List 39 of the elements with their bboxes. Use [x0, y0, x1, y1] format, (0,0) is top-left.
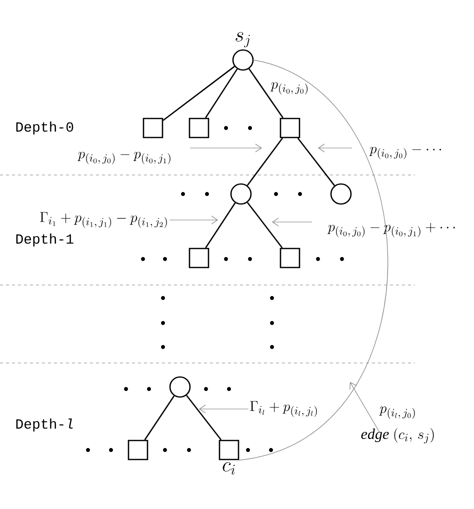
- curved-edge: [238, 60, 388, 460]
- tree-edge: [205, 68, 238, 118]
- circle-node: [330, 183, 352, 205]
- formula-annotation: $p_{(i_0,\,j_0)} - p_{(i_0,\,j_1)}$: [78, 152, 170, 164]
- square-node: [142, 118, 164, 138]
- square-node: [188, 248, 210, 268]
- formula-annotation: $p_{(i_0,\,j_0)} - \cdots$: [369, 146, 442, 160]
- formula-annotation: $\Gamma_{i_1} + p_{(i_1,\,j_1)} - p_{(i_1,\,j_2)}$: [40, 212, 167, 228]
- depth-label: Depth-0: [16, 121, 74, 135]
- square-node: [128, 440, 148, 460]
- square-node: [188, 118, 210, 138]
- square-node: [280, 118, 300, 138]
- formula-annotation: $p_{(i_0,\,j_0)} - p_{(i_0,\,j_1)} + \cdots$: [327, 222, 455, 238]
- leader-arrow: [199, 404, 249, 414]
- leader-arrow: [318, 144, 352, 152]
- formula-annotation: $p_{(i_l,\,j_0)}$ $\mathit{edge}\ (c_i,\, s_j)$: [361, 406, 434, 444]
- node-label: $c_i$: [222, 462, 235, 475]
- leader-arrow: [190, 144, 262, 152]
- depth-label: Depth-1: [16, 233, 74, 247]
- circle-node: [169, 376, 191, 398]
- tree-edge: [248, 68, 284, 118]
- tree-edge: [246, 138, 283, 186]
- node-label: $s_j$: [236, 32, 250, 48]
- tree-edge: [144, 396, 175, 440]
- tree-edge: [205, 202, 236, 248]
- leader-arrow: [350, 382, 380, 434]
- tree-edge: [297, 138, 335, 186]
- leader-arrow: [272, 218, 312, 226]
- square-node: [280, 248, 300, 268]
- circle-node: [230, 183, 252, 205]
- leader-arrow: [169, 216, 218, 224]
- depth-label: Depth-l: [16, 418, 73, 432]
- tree-edge: [246, 202, 283, 248]
- formula-annotation: $\Gamma_{i_l} + p_{(i_l,\,j_l)}$: [250, 401, 317, 417]
- edge-label: $p_{(i_0,\,j_0)}$: [270, 81, 310, 96]
- square-node: $c_i$: [218, 440, 240, 475]
- tree-edge: [186, 395, 222, 440]
- tree-edge: [162, 66, 235, 121]
- circle-node: $s_j$: [232, 32, 254, 71]
